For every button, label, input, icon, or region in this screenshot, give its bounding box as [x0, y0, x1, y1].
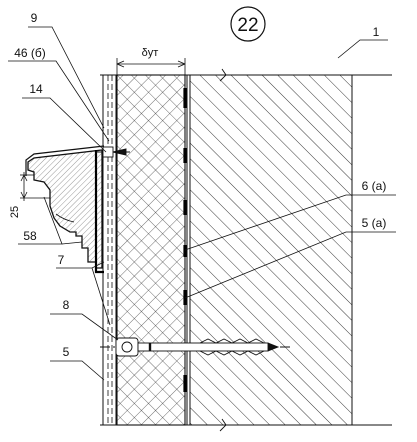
- leader-lines: [8, 26, 396, 381]
- bracket-height-dimension: [20, 172, 50, 201]
- sheet-number-badge: 22: [230, 6, 266, 42]
- callout-dowel: 8: [63, 298, 70, 312]
- callout-adhesive-strip: 6 (а): [362, 179, 387, 193]
- cornice-profile: [25, 145, 105, 274]
- callout-profile: 58: [23, 229, 37, 243]
- plaster-layers: [102, 75, 117, 425]
- callout-plaster-coat: 5: [63, 345, 70, 359]
- adhesive-layer: [183, 75, 188, 425]
- screw-fixing: [96, 146, 130, 158]
- insulation-thickness-label: δут: [142, 47, 159, 59]
- insulation-layer: [116, 74, 186, 426]
- callout-plaster-base: 9: [31, 11, 38, 25]
- bracket-height-label: 25: [9, 206, 21, 218]
- callout-wall: 1: [373, 25, 380, 39]
- wall-masonry: [189, 74, 353, 426]
- sheet-number: 22: [237, 15, 258, 36]
- callout-adhesive-layer: 5 (а): [362, 216, 387, 230]
- anchor-dowel: [100, 337, 290, 357]
- callout-mesh: 7: [58, 253, 65, 267]
- callout-screw: 14: [29, 82, 43, 96]
- insulation-thickness-dimension: [116, 58, 186, 76]
- callout-fastener-ref: 46 (б): [14, 46, 46, 60]
